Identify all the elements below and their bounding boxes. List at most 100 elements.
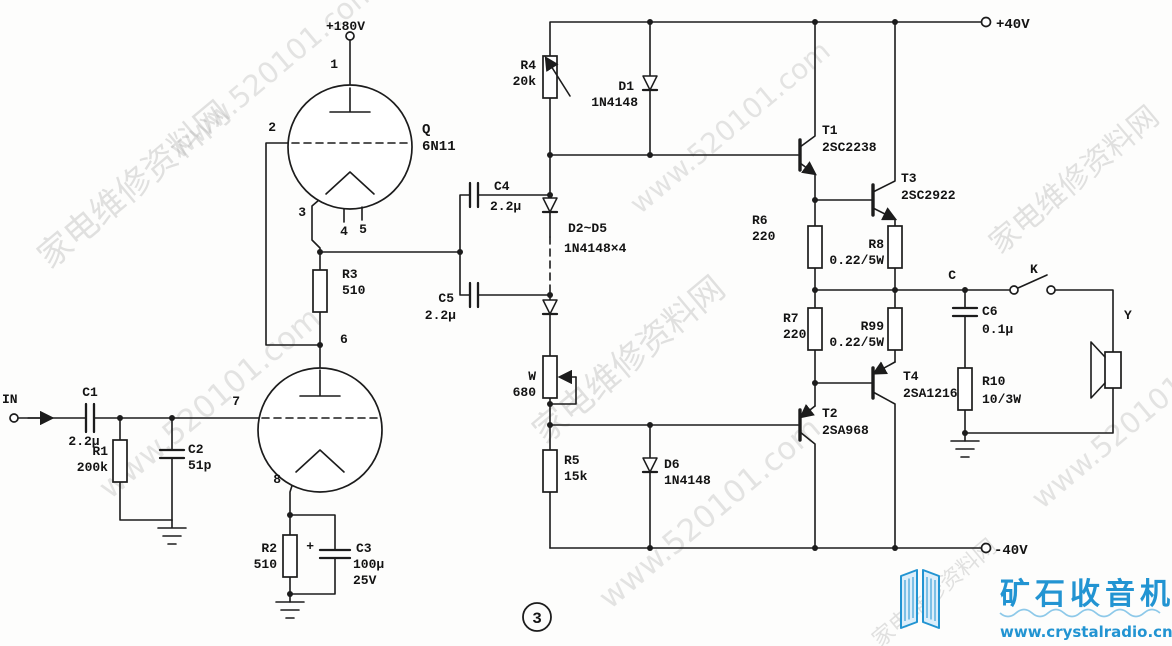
resistor-symbol [542,355,558,399]
tube-ref: Q [422,122,430,138]
c5-ref: C5 [438,291,454,306]
emitter-arrow [871,361,896,375]
w-ref: W [528,369,536,384]
capacitor-symbol [951,306,979,318]
resistor-symbol [807,307,823,351]
c1-value: 2.2μ [68,434,99,449]
resistor-symbol [282,534,298,578]
potentiometer-r4: R4 20k [513,55,571,99]
tube-supply-terminal: +180V [326,19,365,41]
t4-ref: T4 [903,369,919,384]
r6-ref: R6 [752,213,768,228]
c4-ref: C4 [494,179,510,194]
d6-value: 1N4148 [664,473,711,488]
terminal-circle [980,542,992,554]
tube-model: 6N11 [422,139,456,155]
terminal-circle [980,16,992,28]
output-node-label: C [948,268,956,283]
d6-ref: D6 [664,457,680,472]
tube-pin-8: 8 [273,472,281,487]
c1-ref: C1 [82,385,98,400]
negative-rail-terminal: -40V [980,542,1028,559]
r1-ref: R1 [92,444,108,459]
transistor-t3: T3 2SC2922 [871,171,956,221]
emitter-arrow [799,161,817,176]
resistor-symbol [807,225,823,269]
t3-ref: T3 [901,171,917,186]
wiper-tail [551,376,577,405]
resistor-r1: R1 200k [77,439,128,483]
resistor-symbol [112,439,128,483]
tube-lower-triode-envelope [257,367,383,493]
resistor-symbol [542,449,558,493]
supply-180v-label: +180V [326,19,365,34]
lower-anode [299,369,341,397]
figure-number-circle [522,602,552,632]
resistor-symbol [542,55,558,99]
capacitor-c4: C4 2.2μ [468,179,521,214]
w-value: 680 [513,385,537,400]
speaker-label: Y [1124,308,1132,323]
tube-upper-triode-envelope [287,84,413,210]
lower-cathode [295,449,345,473]
c5-value: 2.2μ [425,308,456,323]
c4-value: 2.2μ [490,199,521,214]
r1-value: 200k [77,460,108,475]
capacitor-c3: + C3 100μ 25V [306,539,384,588]
t1-value: 2SC2238 [822,140,877,155]
switch-blade [1017,274,1048,289]
diode-symbol [642,75,658,91]
vacuum-tube-6n11: Q 6N11 1 2 3 4 5 6 7 8 [232,57,456,493]
emitter-arrow [799,403,816,419]
junction-dots [117,19,968,597]
d2d5-value: 1N4148×4 [564,241,627,256]
upper-anode [329,87,371,113]
d1-value: 1N4148 [591,95,638,110]
t2-value: 2SA968 [822,423,869,438]
switch-contact [1046,285,1056,295]
brand-name: 矿石收音机 [1000,577,1172,612]
capacitor-symbol [318,548,352,560]
c6-value: 0.1μ [982,322,1013,337]
input-label: IN [2,392,18,407]
capacitor-symbol [158,448,186,460]
ground-symbol-input [157,519,187,545]
speaker-symbol [1104,351,1122,389]
r5-value: 15k [564,469,588,484]
transistor-t4: T4 2SA1216 [871,361,958,401]
t4-value: 2SA1216 [903,386,958,401]
wire-layer [17,21,1114,603]
r7-ref: R7 [783,311,799,326]
positive-rail-terminal: +40V [980,16,1030,33]
brand-underline-wave [999,608,1161,618]
resistor-r2: R2 510 [254,534,298,578]
r99-ref: R99 [861,319,885,334]
rail-pos-label: +40V [996,17,1030,33]
r2-value: 510 [254,557,278,572]
r8-ref: R8 [868,237,884,252]
resistor-r6: R6 220 [752,213,823,269]
tube-pin-4: 4 [340,224,348,239]
tube-pin-1: 1 [330,57,338,72]
r4-value: 20k [513,74,537,89]
potentiometer-w: W 680 [513,355,577,405]
r4-ref: R4 [520,58,536,73]
resistor-r8: R8 0.22/5W [829,225,903,269]
brand-url: www.crystalradio.cn [1000,623,1172,641]
resistor-symbol [957,367,973,411]
resistor-symbol [887,225,903,269]
r5-ref: R5 [564,453,580,468]
r2-ref: R2 [261,541,277,556]
speaker-y: Y [1090,308,1132,399]
tube-pin-6: 6 [340,332,348,347]
rail-neg-label: -40V [994,543,1028,559]
input-terminal: IN [2,392,19,423]
t3-value: 2SC2922 [901,188,956,203]
tube-pin-7: 7 [232,394,240,409]
figure-number-text: 3 [532,610,542,628]
diode-symbol [642,457,658,473]
c3-value: 100μ [353,557,384,572]
t2-ref: T2 [822,406,838,421]
